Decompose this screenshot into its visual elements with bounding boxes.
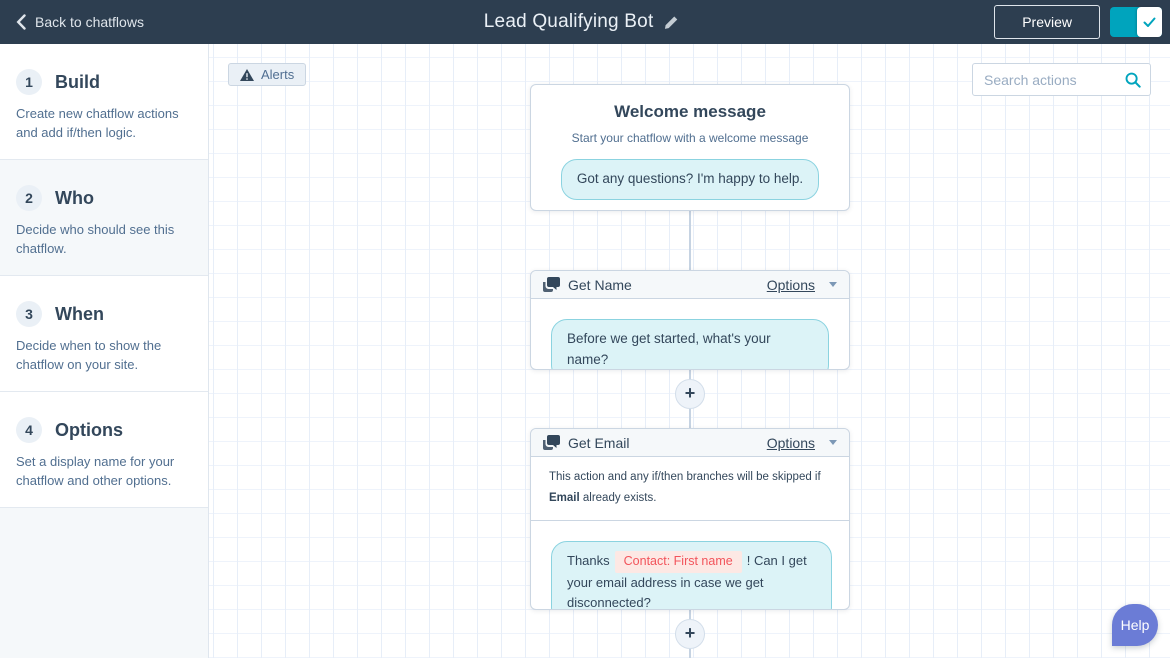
note-text: already exists. (579, 491, 657, 504)
options-dropdown[interactable]: Options (766, 276, 815, 293)
step-description: Set a display name for your chatflow and… (16, 454, 175, 488)
help-label: Help (1120, 617, 1150, 633)
sidebar-item-when[interactable]: 3 When Decide when to show the chatflow … (0, 276, 208, 392)
title-wrap: Lead Qualifying Bot (484, 0, 679, 44)
card-title: Get Name (568, 276, 632, 293)
sidebar-item-options[interactable]: 4 Options Set a display name for your ch… (0, 392, 208, 508)
chat-bubbles-icon (543, 277, 560, 292)
chevron-down-icon[interactable] (829, 440, 837, 445)
toggle-knob (1137, 7, 1162, 37)
welcome-card-title: Welcome message (614, 102, 766, 121)
back-label: Back to chatflows (35, 14, 144, 30)
page-title: Lead Qualifying Bot (483, 11, 654, 32)
connector-line (689, 211, 691, 271)
chevron-down-icon[interactable] (829, 282, 837, 287)
card-title: Get Email (568, 434, 630, 451)
topbar-actions: Preview (994, 5, 1162, 39)
add-action-button[interactable]: + (675, 619, 705, 649)
step-title: Build (55, 71, 100, 92)
warning-icon (240, 68, 254, 81)
step-number-badge: 2 (16, 185, 42, 211)
welcome-message-card[interactable]: Welcome message Start your chatflow with… (530, 84, 850, 211)
search-actions-input[interactable] (984, 71, 1125, 88)
chat-bubbles-icon (543, 435, 560, 450)
back-chevron-icon (16, 14, 26, 30)
step-description: Decide when to show the chatflow on your… (16, 338, 162, 372)
step-description: Create new chatflow actions and add if/t… (16, 106, 179, 140)
search-icon[interactable] (1125, 72, 1141, 88)
message-text: Thanks (567, 553, 610, 569)
sidebar-item-build[interactable]: 1 Build Create new chatflow actions and … (0, 44, 208, 160)
publish-toggle[interactable] (1110, 7, 1162, 37)
steps-sidebar: 1 Build Create new chatflow actions and … (0, 44, 209, 658)
toggle-check-icon (1143, 17, 1156, 27)
get-email-card-header: Get Email Options (531, 429, 849, 457)
step-title: Who (55, 187, 94, 208)
preview-button[interactable]: Preview (994, 5, 1100, 39)
back-to-chatflows-link[interactable]: Back to chatflows (16, 14, 144, 30)
skip-condition-note: This action and any if/then branches wil… (531, 457, 849, 522)
step-title: Options (55, 419, 123, 440)
sidebar-filler (0, 508, 208, 658)
note-text: This action and any if/then branches wil… (549, 471, 821, 483)
step-number-badge: 4 (16, 417, 42, 443)
get-name-card-header: Get Name Options (531, 271, 849, 299)
alerts-label: Alerts (261, 67, 295, 82)
contact-first-name-token[interactable]: Contact: First name (614, 551, 742, 573)
alerts-button[interactable]: Alerts (228, 63, 307, 86)
step-number-badge: 3 (16, 301, 42, 327)
topbar: Back to chatflows Lead Qualifying Bot Pr… (0, 0, 1170, 44)
options-dropdown[interactable]: Options (766, 434, 815, 451)
welcome-card-subtitle: Start your chatflow with a welcome messa… (571, 131, 809, 145)
note-bold-text: Email (549, 491, 580, 504)
search-actions-box (972, 63, 1151, 96)
get-name-message-bubble[interactable]: Before we get started, what's your name? (551, 319, 829, 369)
sidebar-item-who[interactable]: 2 Who Decide who should see this chatflo… (0, 160, 208, 276)
get-name-card[interactable]: Get Name Options Before we get started, … (530, 270, 850, 370)
plus-icon: + (684, 622, 696, 643)
flow-canvas: Alerts Welcome message Start your chatfl… (209, 44, 1170, 658)
message-text: ! Can I get your email address in case w… (567, 553, 807, 610)
get-email-card[interactable]: Get Email Options This action and any if… (530, 428, 850, 610)
help-button[interactable]: Help (1112, 604, 1158, 646)
add-action-button[interactable]: + (675, 379, 705, 409)
step-description: Decide who should see this chatflow. (16, 222, 175, 256)
edit-title-icon[interactable] (663, 15, 678, 30)
step-title: When (55, 303, 104, 324)
step-number-badge: 1 (16, 69, 42, 95)
plus-icon: + (684, 382, 696, 403)
welcome-message-bubble[interactable]: Got any questions? I'm happy to help. (560, 159, 820, 200)
